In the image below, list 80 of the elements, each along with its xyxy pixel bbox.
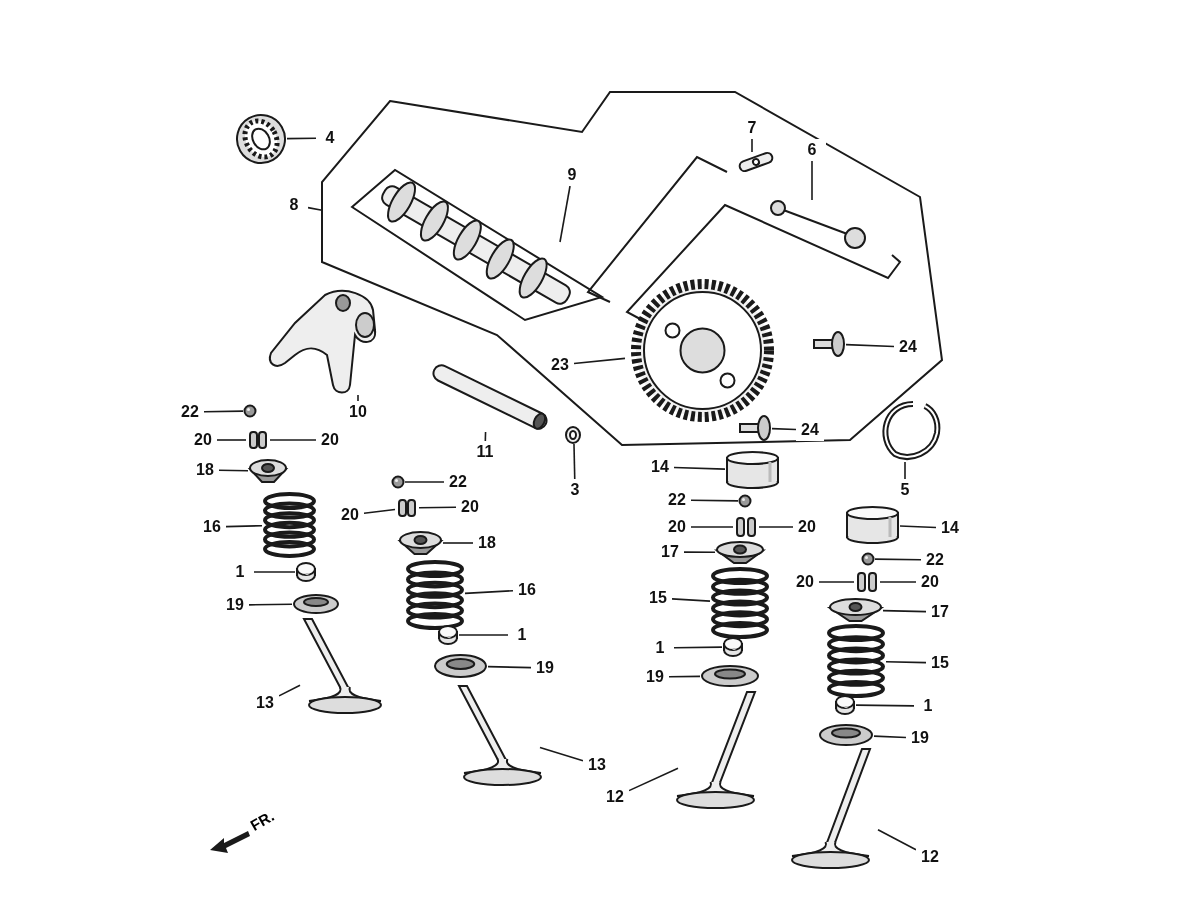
leader-line [573, 443, 576, 480]
leader-line [673, 646, 723, 649]
leader-line [357, 394, 359, 402]
leader-line [442, 542, 474, 544]
valve-spring-drawing [710, 567, 770, 639]
leader-line [885, 660, 927, 664]
leader-line [879, 581, 917, 583]
leader-line [363, 508, 396, 515]
valve-seal-drawing [834, 694, 856, 716]
leader-line [559, 185, 571, 243]
keeper-drawing [861, 552, 875, 566]
leader-line [899, 525, 937, 529]
leader-line [683, 551, 716, 554]
leader-line [882, 609, 927, 613]
spring-seat-drawing [292, 592, 340, 616]
leader-line [418, 506, 457, 509]
spring-seat-drawing [433, 652, 488, 680]
leader-line [203, 410, 244, 413]
cotter-drawing [733, 516, 759, 538]
leader-line [216, 439, 247, 441]
leader-line [904, 461, 906, 480]
leader-line [628, 767, 679, 792]
bolt-drawing [812, 330, 846, 358]
valve-drawing [455, 682, 540, 787]
spring-retainer-drawing [398, 530, 443, 556]
valve-spring-drawing [262, 492, 317, 558]
washer-drawing [564, 426, 582, 444]
leader-line [464, 589, 514, 595]
leader-line [668, 675, 701, 678]
leader-line [845, 343, 895, 348]
spring-retainer-drawing [248, 458, 288, 484]
leader-line [673, 466, 726, 470]
leader-line [818, 581, 855, 583]
spring-seat-drawing [818, 722, 874, 748]
bearing-drawing [235, 113, 287, 165]
leader-line [751, 138, 753, 153]
leader-line [286, 137, 317, 140]
spring-retainer-drawing [828, 597, 883, 623]
valve-spring-drawing [405, 560, 465, 630]
leader-line [307, 206, 323, 212]
leader-line [758, 526, 794, 528]
cotter-drawing [395, 498, 419, 518]
valve-seal-drawing [437, 624, 459, 646]
leader-line [855, 704, 915, 707]
leader-line [671, 598, 711, 602]
leader-line [248, 603, 293, 606]
leader-line [690, 499, 739, 502]
valve-spring-drawing [826, 624, 886, 698]
cotter-drawing [246, 430, 270, 450]
leader-line [877, 828, 917, 851]
spring-retainer-drawing [715, 540, 765, 565]
direction-label: FR. [247, 807, 277, 834]
leader-line [218, 469, 249, 472]
keeper-drawing [391, 475, 405, 489]
tappet-drawing [845, 505, 900, 545]
leader-line [404, 481, 445, 483]
leader-line [873, 735, 907, 739]
leader-line [771, 427, 797, 431]
leader-line [573, 357, 626, 365]
leader-line [690, 526, 734, 528]
leader-line [253, 571, 296, 573]
keeper-drawing [738, 494, 752, 508]
leader-line [484, 431, 487, 442]
leader-line [487, 665, 532, 669]
leader-line [269, 439, 317, 441]
leader-line [811, 160, 813, 201]
leader-line [225, 524, 263, 528]
leader-line [278, 684, 301, 697]
valve-seal-drawing [295, 561, 317, 583]
plate-drawing [737, 152, 775, 172]
leader-line [874, 558, 922, 561]
valve-seal-drawing [722, 636, 744, 658]
keeper-drawing [243, 404, 257, 418]
valve-drawing [300, 615, 380, 715]
cotter-drawing [854, 571, 880, 593]
tappet-drawing [725, 450, 780, 490]
leader-line [539, 746, 584, 762]
bolt-drawing [738, 414, 772, 442]
spring-seat-drawing [700, 663, 760, 689]
leader-line [458, 634, 509, 636]
